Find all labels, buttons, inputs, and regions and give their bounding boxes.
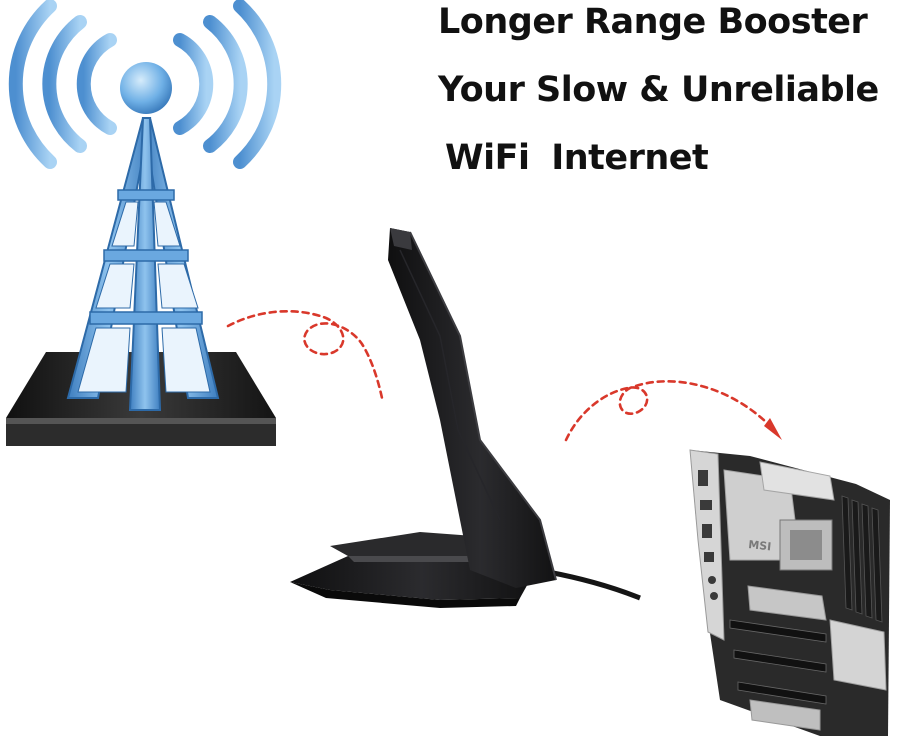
signal-arrow-icon: [226, 310, 384, 400]
antenna-icon: [290, 228, 641, 608]
wifi-signal-waves-icon: [8, 0, 282, 169]
headline-line-1: Longer Range Booster: [438, 2, 868, 42]
svg-text:MSI: MSI: [748, 538, 772, 553]
signal-arrow-icon: [564, 380, 782, 442]
headline-line-2: Your Slow & Unreliable: [438, 70, 879, 110]
radio-tower-icon: [6, 0, 282, 446]
motherboard-icon: MSI: [689, 449, 890, 736]
headline-line-3: WiFi Internet: [445, 138, 709, 178]
